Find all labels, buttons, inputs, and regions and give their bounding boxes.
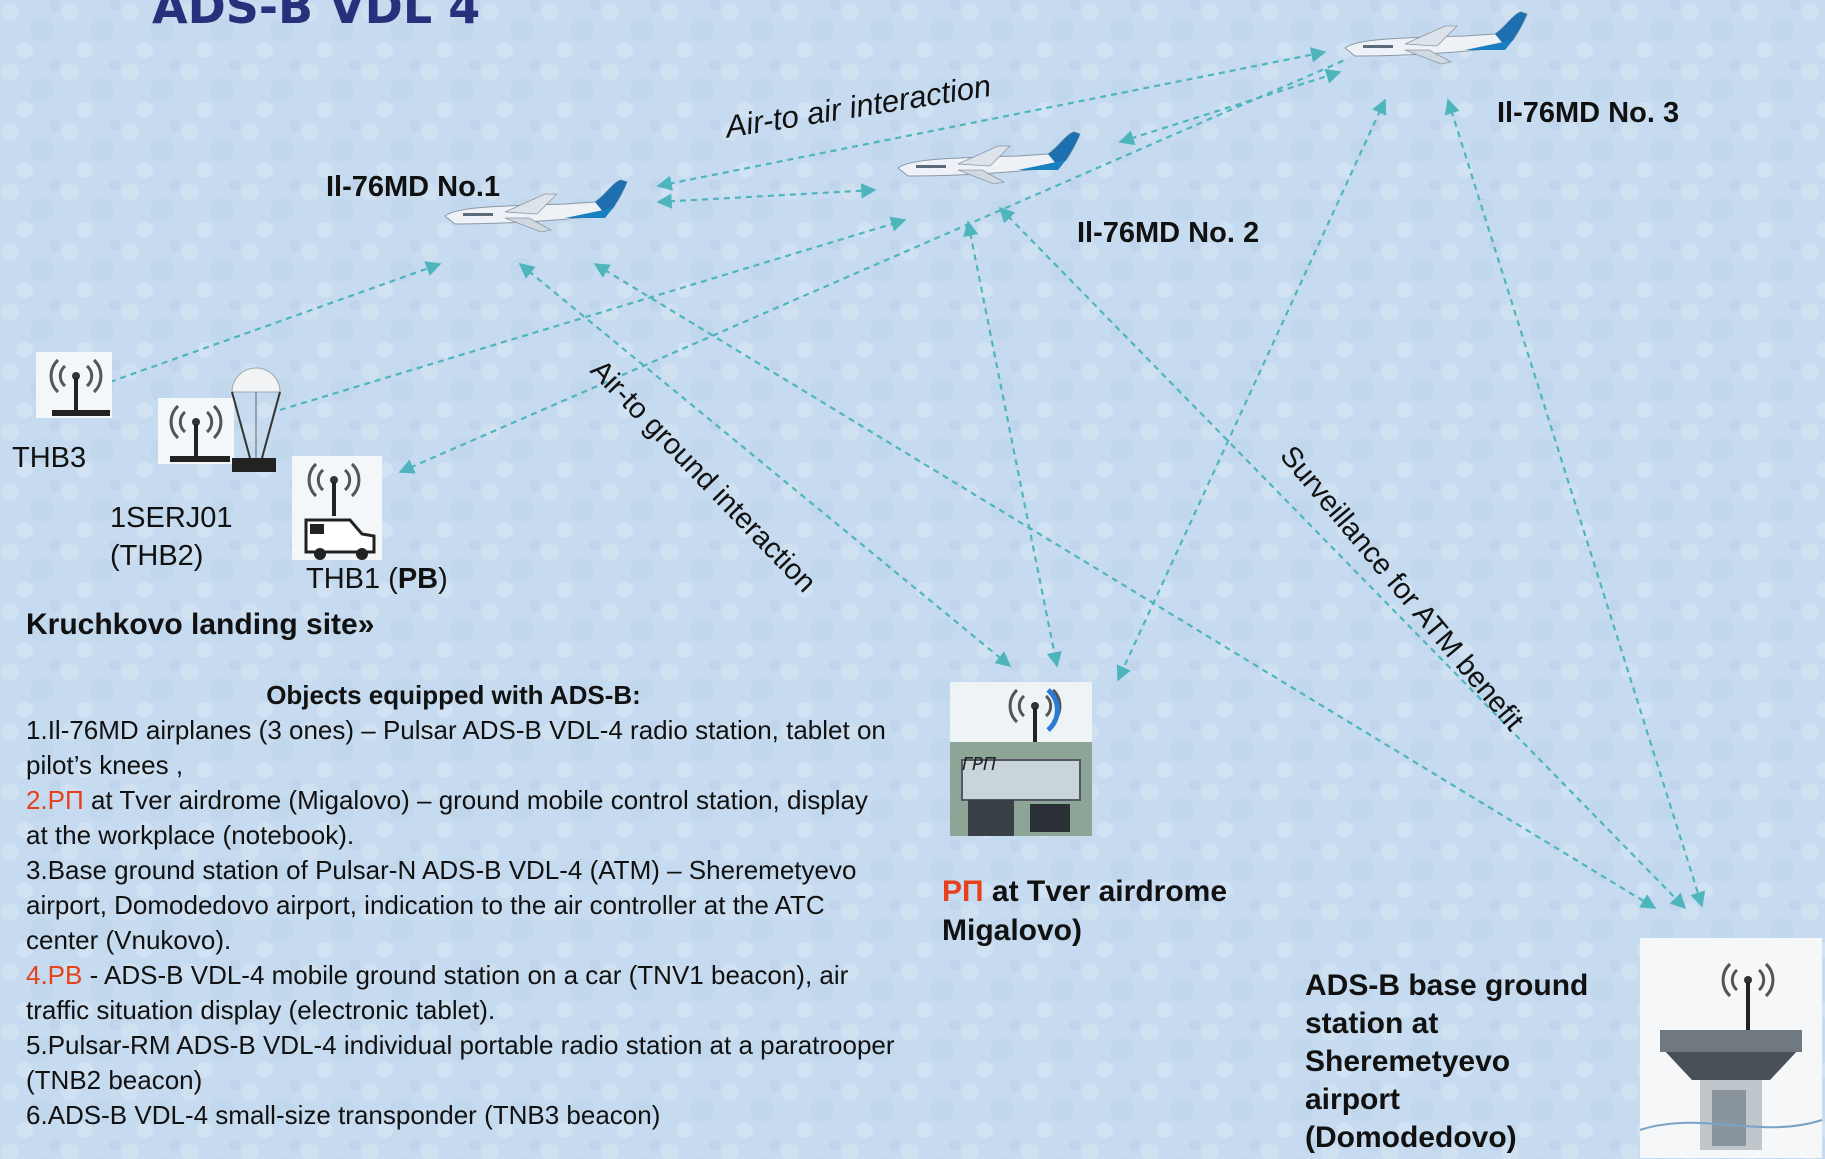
base-station-line: station at [1305,1007,1439,1040]
arrow-thb2-plane2 [279,216,907,412]
thb1-label-suffix: ) [438,563,448,595]
tver-label: РП at Tver airdrome Migalovo) [942,872,1227,950]
objects-item-num: 5. [26,1030,48,1060]
thb2-label-line1: 1SERJ01 [110,502,233,534]
objects-item: 3.Base ground station of Pulsar-N ADS-B … [26,853,896,958]
objects-item: 6.ADS-B VDL-4 small-size transponder (TN… [26,1098,896,1133]
base-station-line: airport [1305,1083,1401,1116]
objects-item: 4.PB - ADS-B VDL-4 mobile ground station… [26,958,896,1028]
objects-item-text: at Tver airdrome (Migalovo) – ground mob… [26,785,868,850]
parachute-icon [231,367,281,472]
objects-item-num: 3. [26,855,48,885]
objects-item-text: Il-76MD airplanes (3 ones) – Pulsar ADS-… [26,715,886,780]
objects-list: Objects equipped with ADS-B: 1.Il-76MD a… [26,678,896,1133]
base-station-tower-photo [1639,938,1823,1158]
objects-item-text: ADS-B VDL-4 small-size transponder (TNB3… [47,1100,661,1130]
base-station-line: ADS-B base ground [1305,969,1589,1002]
arrow-a2a-1-2 [656,183,877,209]
objects-item-text: Base ground station of Pulsar-N ADS-B VD… [26,855,857,955]
thb3-label: THB3 [12,442,87,474]
base-station-line: Sheremetyevo [1305,1045,1511,1078]
objects-item-num: 6. [26,1100,48,1130]
thb1-label: THB1 (PB) [306,563,448,596]
thb1-car-antenna-icon [292,456,382,560]
plane-3-label: Il-76MD No. 3 [1497,97,1680,129]
tver-label-line1: at Tver airdrome [983,875,1228,908]
landing-site-label: Kruchkovo landing site» [26,608,375,641]
objects-item: 2.РП at Tver airdrome (Migalovo) – groun… [26,783,896,853]
thb2-antenna-icon [158,398,234,464]
objects-item: 1.Il-76MD airplanes (3 ones) – Pulsar AD… [26,713,896,783]
arrow-plane3-tver [1116,98,1387,682]
objects-item-text: - ADS-B VDL-4 mobile ground station on a… [26,960,849,1025]
tver-label-red: РП [942,875,984,908]
base-station-line: (Domodedovo) [1305,1121,1517,1154]
objects-item: 5.Pulsar-RM ADS-B VDL-4 individual porta… [26,1028,896,1098]
thb2-label-line2: (THB2) [110,540,204,572]
objects-header: Objects equipped with ADS-B: [266,680,641,710]
link-arrows [109,47,1706,910]
objects-item-num: 1. [26,715,48,745]
tver-photo-text: ГРП [962,754,997,775]
plane-1-label: Il-76MD No.1 [326,171,501,203]
arrow-thb3-plane1 [109,261,442,384]
thb3-antenna-icon [36,352,112,418]
objects-item-text: Pulsar-RM ADS-B VDL-4 individual portabl… [26,1030,895,1095]
objects-item-num: 4.PB [26,960,83,990]
thb1-label-prefix: THB1 ( [306,563,398,595]
thb1-label-bold: PB [397,563,439,595]
base-station-label: ADS-B base ground station at Sheremetyev… [1305,967,1588,1157]
objects-item-num: 2.РП [26,785,84,815]
tver-control-photo: ГРП [950,682,1092,836]
arrow-plane3-base [1444,98,1706,908]
page-title: ADS-B VDL 4 [152,0,481,34]
plane-2-label: Il-76MD No. 2 [1077,217,1260,249]
tver-label-line2: Migalovo) [942,914,1082,947]
